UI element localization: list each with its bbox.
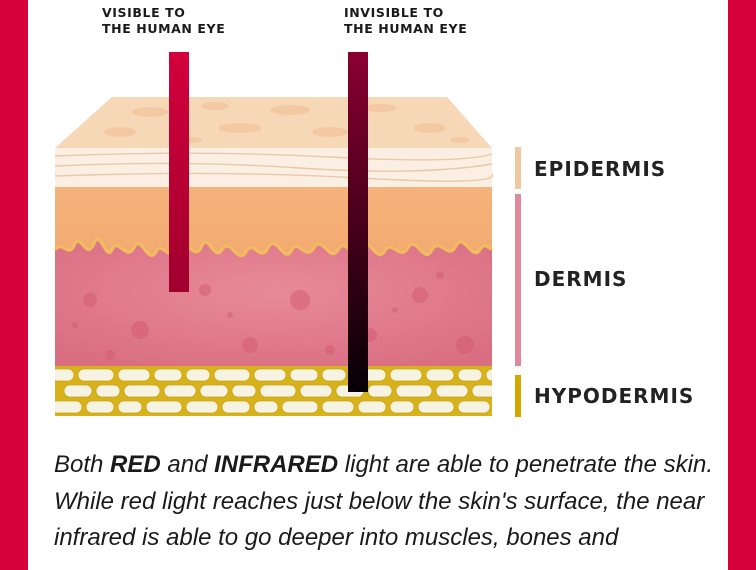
epidermis-lines	[54, 152, 494, 182]
right-red-border	[728, 0, 756, 570]
skin-cross-section-diagram	[53, 52, 494, 416]
skin-surface-top	[55, 97, 492, 148]
fat-cell	[213, 368, 251, 382]
fat-cell	[85, 400, 115, 414]
caption-text-3: light are able to penetrate the skin. Wh…	[54, 451, 714, 551]
visible-light-beam	[169, 52, 189, 292]
infrared-light-label: INVISIBLE TO THE HUMAN EYE	[344, 5, 468, 36]
fat-cell	[281, 400, 319, 414]
epidermis-label: EPIDERMIS	[534, 157, 667, 181]
caption-text-1: Both	[54, 451, 111, 478]
hypodermis-marker-bar	[515, 375, 521, 417]
infrared-light-beam	[348, 52, 368, 392]
fat-cell	[163, 384, 197, 398]
fat-cell	[77, 368, 115, 382]
fat-cell	[117, 400, 143, 414]
fat-cell	[367, 384, 393, 398]
fat-cell	[289, 368, 319, 382]
fat-cell	[471, 384, 492, 398]
fat-cell	[259, 384, 297, 398]
fat-cell	[63, 384, 93, 398]
fat-cell	[389, 368, 423, 382]
fat-cell	[95, 384, 121, 398]
fat-cell	[123, 384, 161, 398]
caption-red-word: RED	[110, 451, 161, 478]
fat-cell	[425, 368, 455, 382]
fat-cell	[253, 368, 287, 382]
hypodermis-label: HYPODERMIS	[534, 384, 695, 408]
fat-cell	[389, 400, 415, 414]
fat-cell	[221, 400, 251, 414]
fat-cell	[253, 400, 279, 414]
epidermis-marker-bar	[515, 147, 521, 189]
fat-cell	[299, 384, 333, 398]
fat-cell	[55, 368, 75, 382]
caption-text-2: and	[160, 451, 215, 478]
fat-cell	[435, 384, 469, 398]
fat-cell	[55, 400, 83, 414]
fat-cell	[117, 368, 151, 382]
dermis-cells	[72, 271, 474, 360]
dermis-yellow-edge	[53, 238, 494, 258]
dermis-marker-bar	[515, 194, 521, 366]
fat-cell	[321, 400, 355, 414]
caption-paragraph: Both RED and INFRARED light are able to …	[54, 447, 734, 557]
fat-cell	[185, 400, 219, 414]
dermis-label: DERMIS	[534, 267, 628, 291]
fat-cell	[457, 368, 483, 382]
fat-cell	[185, 368, 211, 382]
fat-cell	[395, 384, 433, 398]
fat-cell	[145, 400, 183, 414]
caption-infrared-word: INFRARED	[214, 451, 339, 478]
visible-light-label: VISIBLE TO THE HUMAN EYE	[102, 5, 226, 36]
fat-cell	[457, 400, 491, 414]
fat-cell	[485, 368, 492, 382]
fat-cell	[231, 384, 257, 398]
dermis-layer	[55, 239, 492, 368]
fat-cell	[417, 400, 455, 414]
fat-cell	[321, 368, 347, 382]
left-red-border	[0, 0, 28, 570]
fat-cell	[357, 400, 387, 414]
skin-surface-texture	[104, 102, 470, 143]
fat-cell	[153, 368, 183, 382]
fat-cell	[199, 384, 229, 398]
